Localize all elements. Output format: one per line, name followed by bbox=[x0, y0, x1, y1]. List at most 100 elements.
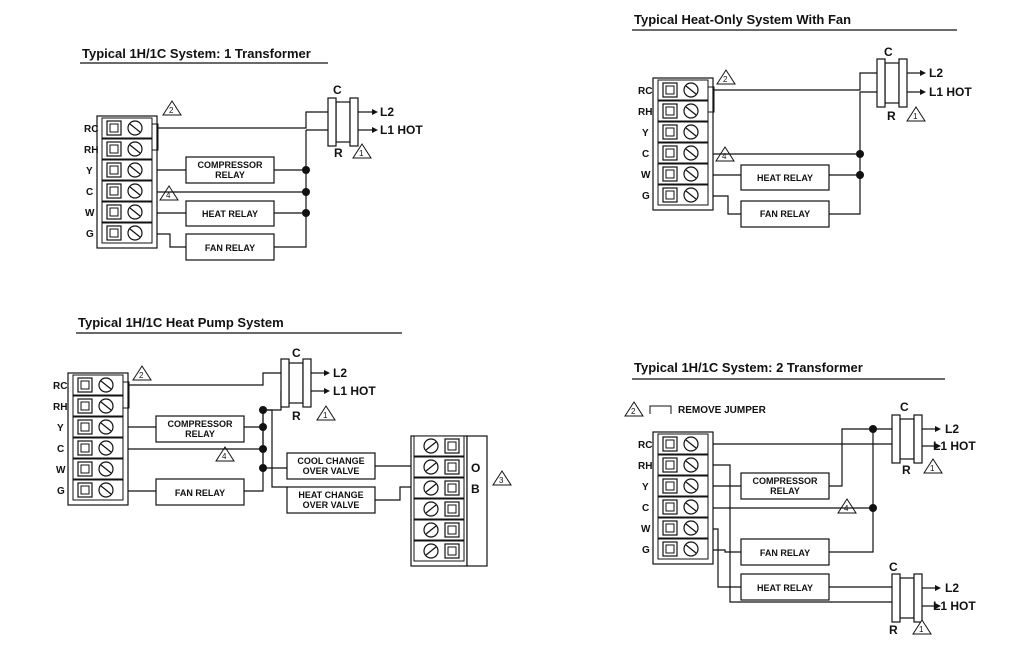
d2-note-1: 1 bbox=[913, 112, 918, 121]
d4-term-rh: RH bbox=[638, 461, 652, 472]
diagram-2: Typical Heat-Only System With Fan RC RH … bbox=[632, 12, 972, 228]
d3-xfmr-l2: L2 bbox=[333, 366, 347, 380]
d3-compressor-relay bbox=[155, 415, 245, 443]
d3-cool-valve bbox=[286, 452, 376, 480]
diagram-2-terminal-block: RC RH Y C W G bbox=[638, 77, 715, 211]
d3-xfmr-r: R bbox=[292, 409, 301, 423]
d3-term-b: B bbox=[471, 482, 480, 496]
d3-term-w: W bbox=[56, 465, 66, 476]
d3-fan-relay-label: FAN RELAY bbox=[175, 488, 225, 498]
d4-xfmr1-l1: L1 HOT bbox=[933, 439, 976, 453]
d3-term-rc: RC bbox=[53, 381, 67, 392]
diagram-3: Typical 1H/1C Heat Pump System RC RH Y C… bbox=[53, 315, 512, 567]
d3-note-1: 1 bbox=[323, 411, 328, 420]
d2-fan-relay bbox=[740, 200, 830, 228]
d4-compressor-relay-label-2: RELAY bbox=[770, 486, 800, 496]
d4-xfmr2-r: R bbox=[889, 623, 898, 637]
d4-term-w: W bbox=[641, 524, 651, 535]
diagram-3-title: Typical 1H/1C Heat Pump System bbox=[78, 315, 284, 330]
d3-term-rh: RH bbox=[53, 402, 67, 413]
d1-note-4: 4 bbox=[166, 191, 171, 200]
d3-xfmr-l1: L1 HOT bbox=[333, 384, 376, 398]
d4-xfmr1-r: R bbox=[902, 463, 911, 477]
d2-term-rc: RC bbox=[638, 86, 652, 97]
d1-term-y: Y bbox=[86, 166, 93, 177]
diagram-1: Typical 1H/1C System: 1 Transformer RC R… bbox=[80, 46, 423, 261]
jumper-icon bbox=[649, 405, 672, 414]
d2-term-w: W bbox=[641, 170, 651, 181]
d1-xfmr-r: R bbox=[334, 146, 343, 160]
d4-fan-relay bbox=[740, 538, 830, 566]
d2-heat-relay-label: HEAT RELAY bbox=[757, 173, 813, 183]
d3-heat-valve bbox=[286, 486, 376, 514]
d2-xfmr-l1: L1 HOT bbox=[929, 85, 972, 99]
d1-heat-relay-label: HEAT RELAY bbox=[202, 209, 258, 219]
d3-compressor-relay-label-2: RELAY bbox=[185, 429, 215, 439]
d3-note-4: 4 bbox=[222, 452, 227, 461]
d4-term-g: G bbox=[642, 545, 650, 556]
diagram-1-title: Typical 1H/1C System: 1 Transformer bbox=[82, 46, 311, 61]
d4-term-c: C bbox=[642, 503, 649, 514]
diagram-2-title: Typical Heat-Only System With Fan bbox=[634, 12, 851, 27]
diagram-4-terminal-block: RC RH Y C W G bbox=[638, 431, 714, 565]
d2-heat-relay bbox=[740, 164, 830, 191]
d2-note-4: 4 bbox=[722, 152, 727, 161]
d2-fan-relay-label: FAN RELAY bbox=[760, 209, 810, 219]
d4-note-1a: 1 bbox=[930, 464, 935, 473]
d2-note-2: 2 bbox=[723, 75, 728, 84]
d1-compressor-relay bbox=[185, 156, 275, 184]
d3-heat-valve-label-1: HEAT CHANGE bbox=[298, 490, 363, 500]
d1-term-rc: RC bbox=[84, 124, 98, 135]
d4-xfmr2-l2: L2 bbox=[945, 581, 959, 595]
d2-xfmr-c: C bbox=[884, 45, 893, 59]
d4-xfmr1-c: C bbox=[900, 400, 909, 414]
d4-note-1b: 1 bbox=[919, 625, 924, 634]
d1-term-g: G bbox=[86, 229, 94, 240]
d4-xfmr2-l1: L1 HOT bbox=[933, 599, 976, 613]
d1-note-1: 1 bbox=[359, 149, 364, 158]
d3-note-2: 2 bbox=[139, 371, 144, 380]
d2-term-g: G bbox=[642, 191, 650, 202]
d1-xfmr-c: C bbox=[333, 83, 342, 97]
d2-term-rh: RH bbox=[638, 107, 652, 118]
d1-compressor-relay-label-1: COMPRESSOR bbox=[197, 160, 263, 170]
d1-term-rh: RH bbox=[84, 145, 98, 156]
d2-term-c: C bbox=[642, 149, 649, 160]
d1-xfmr-l2: L2 bbox=[380, 105, 394, 119]
diagram-3-terminal-block: RC RH Y C W G bbox=[53, 372, 130, 506]
d3-heat-valve-label-2: OVER VALVE bbox=[303, 500, 360, 510]
d4-term-rc: RC bbox=[638, 440, 652, 451]
d4-fan-relay-label: FAN RELAY bbox=[760, 548, 810, 558]
d4-heat-relay-label: HEAT RELAY bbox=[757, 583, 813, 593]
d4-remove-jumper: REMOVE JUMPER bbox=[678, 405, 767, 416]
diagram-4-title: Typical 1H/1C System: 2 Transformer bbox=[634, 360, 863, 375]
diagram-1-terminal-block: RC RH Y C W G bbox=[84, 115, 159, 249]
d3-compressor-relay-label-1: COMPRESSOR bbox=[167, 419, 233, 429]
d3-cool-valve-label-2: OVER VALVE bbox=[303, 466, 360, 476]
d3-term-c: C bbox=[57, 444, 64, 455]
d4-xfmr2-c: C bbox=[889, 560, 898, 574]
d2-xfmr-l2: L2 bbox=[929, 66, 943, 80]
d1-xfmr-l1: L1 HOT bbox=[380, 123, 423, 137]
d4-legend-note-2: 2 bbox=[631, 407, 636, 416]
d3-heatpump-block: O B bbox=[410, 435, 488, 567]
d3-cool-valve-label-1: COOL CHANGE bbox=[297, 456, 364, 466]
d3-note-3: 3 bbox=[499, 476, 504, 485]
d3-term-y: Y bbox=[57, 423, 64, 434]
d1-note-2: 2 bbox=[169, 106, 174, 115]
d3-term-g: G bbox=[57, 486, 65, 497]
d1-term-w: W bbox=[85, 208, 95, 219]
d4-xfmr1-l2: L2 bbox=[945, 422, 959, 436]
d3-xfmr-c: C bbox=[292, 346, 301, 360]
diagram-4: Typical 1H/1C System: 2 Transformer 2 RE… bbox=[624, 360, 976, 637]
d2-term-y: Y bbox=[642, 128, 649, 139]
d1-term-c: C bbox=[86, 187, 93, 198]
d4-term-y: Y bbox=[642, 482, 649, 493]
d3-term-o: O bbox=[471, 461, 480, 475]
d1-compressor-relay-label-2: RELAY bbox=[215, 170, 245, 180]
d2-xfmr-r: R bbox=[887, 109, 896, 123]
d4-compressor-relay-label-1: COMPRESSOR bbox=[752, 476, 818, 486]
d3-fan-relay bbox=[155, 478, 245, 506]
d1-fan-relay-label: FAN RELAY bbox=[205, 243, 255, 253]
